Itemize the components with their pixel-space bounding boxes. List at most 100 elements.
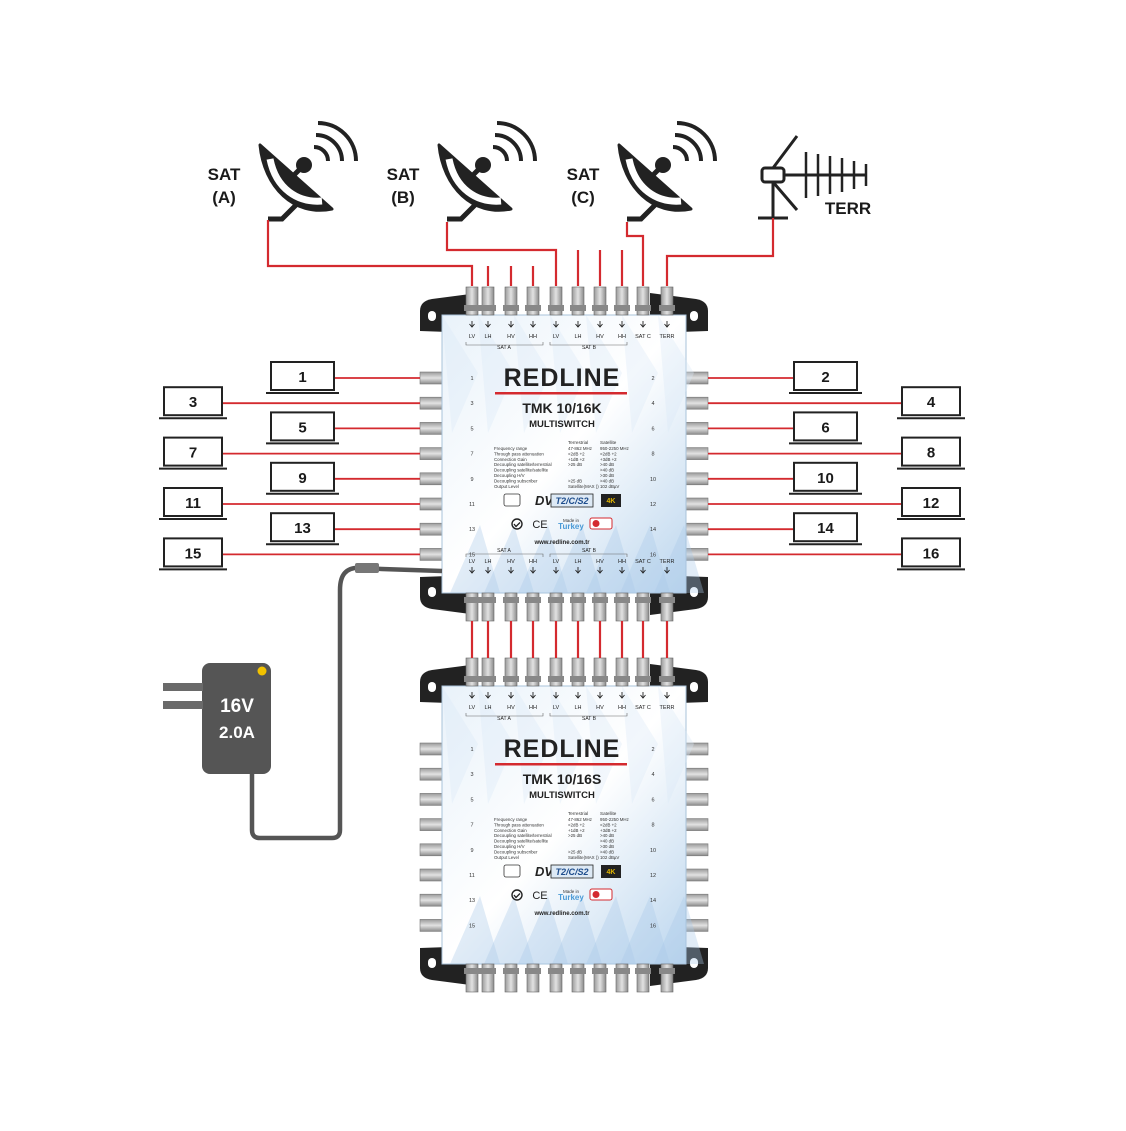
output-number-label: 8 <box>927 445 935 462</box>
output-connector-icon[interactable] <box>419 767 443 781</box>
output-connector-icon[interactable] <box>685 497 709 511</box>
mount-hole-icon <box>690 958 698 968</box>
output-connector-icon[interactable] <box>419 447 443 460</box>
tv-receiver-icon: 1 <box>266 361 339 394</box>
output-number-label: 1 <box>298 369 306 386</box>
output-connector-icon[interactable] <box>419 497 443 511</box>
tv-receiver-icon: 13 <box>266 512 339 546</box>
output-number-label: 16 <box>923 545 940 562</box>
output-connector-icon[interactable] <box>685 793 709 806</box>
port-label: SAT C <box>635 334 651 340</box>
spec-satellite: >40 dB <box>600 839 614 844</box>
spec-label: Decoupling H/V <box>494 473 525 478</box>
spec-label: Decoupling H/V <box>494 844 525 849</box>
panel-output-number: 3 <box>470 772 473 778</box>
output-number-label: 9 <box>298 470 306 487</box>
output-number-label: 10 <box>817 470 834 487</box>
output-connector-icon[interactable] <box>419 893 443 907</box>
website-url: www.redline.com.tr <box>533 911 590 917</box>
tv-receiver-icon: 16 <box>897 537 965 571</box>
output-connector-icon[interactable] <box>419 548 443 561</box>
port-label: HH <box>618 334 626 340</box>
cable-sat-b <box>445 222 624 286</box>
arrow-down-icon <box>619 567 625 574</box>
output-connector-icon[interactable] <box>419 919 443 932</box>
power-current: 2.0A <box>219 723 255 742</box>
cable-terr <box>665 218 775 286</box>
device-type: MULTISWITCH <box>529 790 595 801</box>
spec-terrestrial: <2dB +2 <box>568 822 585 827</box>
spec-terrestrial: 47-862 MHz <box>568 446 592 451</box>
power-connector <box>355 563 379 573</box>
output-connector-icon[interactable] <box>419 371 443 385</box>
arrow-down-icon <box>469 321 475 328</box>
output-connector-icon[interactable] <box>419 396 443 410</box>
output-connector-icon[interactable] <box>685 522 709 536</box>
panel-output-number: 12 <box>650 873 656 879</box>
output-connector-icon[interactable] <box>685 818 709 831</box>
panel-output-number: 5 <box>470 797 473 803</box>
output-connector-icon[interactable] <box>685 893 709 907</box>
output-connector-icon[interactable] <box>419 422 443 435</box>
output-connector-icon[interactable] <box>685 868 709 882</box>
spec-satellite: <2dB +2 <box>600 822 617 827</box>
dvb-standard: T2/C/S2 <box>555 496 588 506</box>
output-connector-icon[interactable] <box>419 818 443 831</box>
output-number-label: 7 <box>189 445 197 462</box>
spec-terrestrial: +1dB +2 <box>568 457 585 462</box>
spec-terrestrial: >25 dB <box>568 462 582 467</box>
panel-output-number: 6 <box>651 797 654 803</box>
output-connector-icon[interactable] <box>685 767 709 781</box>
spec-label: Output Level <box>494 855 519 860</box>
output-connector-icon[interactable] <box>419 793 443 806</box>
output-connector-icon[interactable] <box>685 422 709 435</box>
arrow-down-icon <box>640 567 646 574</box>
output-connector-icon[interactable] <box>419 472 443 486</box>
spec-satellite: >30 dB <box>600 473 614 478</box>
port-label: HH <box>618 559 626 565</box>
spec-header: Satellite <box>600 440 617 445</box>
arrow-down-icon <box>664 321 670 328</box>
output-connector-icon[interactable] <box>685 843 709 857</box>
spec-terrestrial: >25 dB <box>568 478 582 483</box>
panel-output-number: 11 <box>469 873 475 879</box>
group-label: SAT B <box>582 716 597 722</box>
port-label: LH <box>484 334 491 340</box>
panel-output-number: 11 <box>469 502 475 508</box>
panel-output-number: 3 <box>470 401 473 407</box>
arrow-down-icon <box>485 321 491 328</box>
device-panel <box>441 314 687 594</box>
panel-output-number: 1 <box>470 376 473 382</box>
spec-satellite: >40 dB <box>600 833 614 838</box>
output-connector-icon[interactable] <box>685 447 709 460</box>
spec-satellite: >30 dB <box>600 844 614 849</box>
satellite-dish-c-icon <box>617 121 717 222</box>
spec-header: Terrestrial <box>568 811 588 816</box>
output-number-label: 11 <box>185 495 201 512</box>
output-connector-icon[interactable] <box>419 868 443 882</box>
port-label: HH <box>529 334 537 340</box>
arrow-down-icon <box>508 321 514 328</box>
website-url: www.redline.com.tr <box>533 540 590 546</box>
arrow-down-icon <box>553 567 559 574</box>
output-connector-icon[interactable] <box>685 472 709 486</box>
port-label: TERR <box>660 705 675 711</box>
spec-label: Decoupling subscriber <box>494 478 538 483</box>
output-connector-icon[interactable] <box>419 522 443 536</box>
ce-mark-icon: CE <box>532 519 547 531</box>
spec-terrestrial: +1dB +2 <box>568 828 585 833</box>
output-connector-icon[interactable] <box>419 843 443 857</box>
spec-label: Output Level <box>494 484 519 489</box>
panel-output-number: 8 <box>651 452 654 458</box>
arrow-down-icon <box>619 321 625 328</box>
output-connector-icon[interactable] <box>419 742 443 756</box>
mount-hole-icon <box>428 682 436 692</box>
panel-output-number: 10 <box>650 477 656 483</box>
made-in-text: Made in <box>563 518 580 523</box>
port-label: LH <box>574 559 581 565</box>
arrow-down-icon <box>485 692 491 699</box>
brand-logo: REDLINE <box>504 364 621 392</box>
output-connector-icon[interactable] <box>685 396 709 410</box>
